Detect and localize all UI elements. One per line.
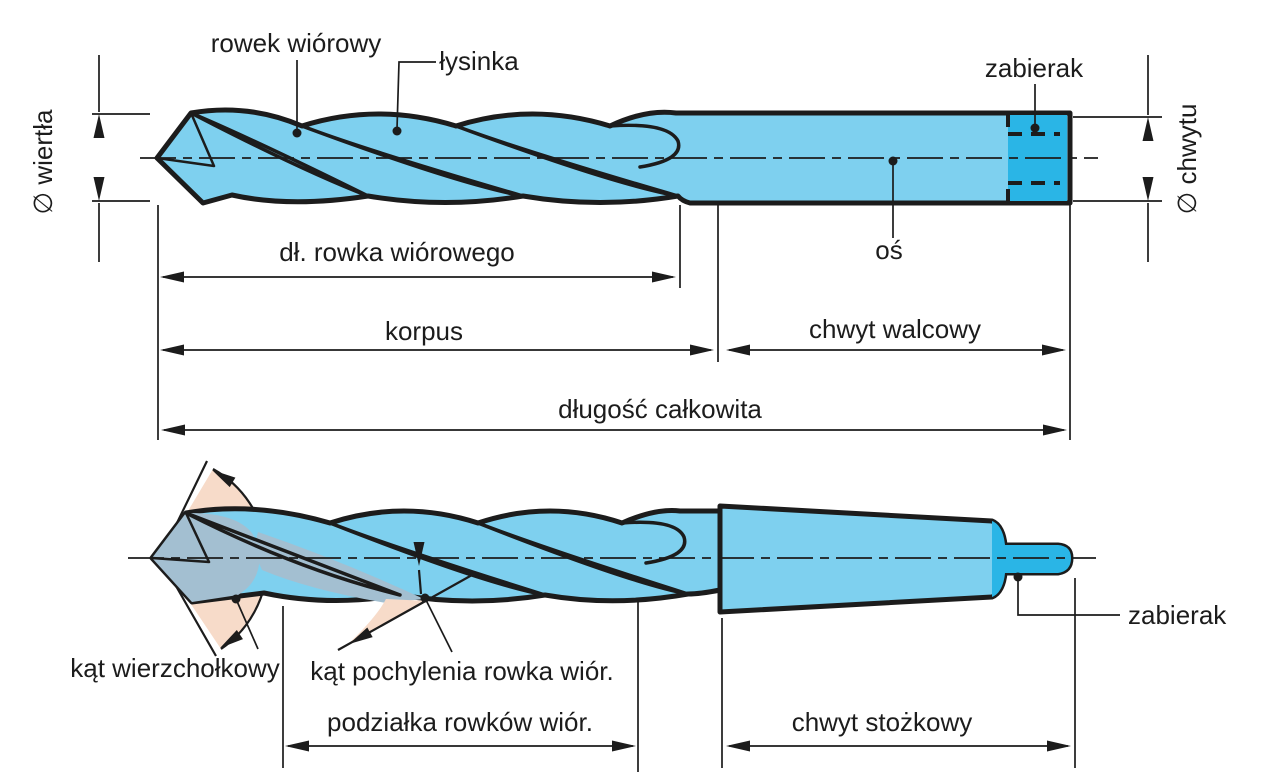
flute-face-shading: [255, 532, 424, 603]
label-axis: oś: [875, 235, 902, 265]
leader-dot-axis: [888, 156, 898, 166]
label-body: korpus: [385, 316, 463, 346]
label-margin: łysinka: [439, 46, 519, 76]
arrowhead: [285, 740, 309, 752]
arrowhead: [612, 740, 636, 752]
tang-hidden-edges: [1006, 113, 1060, 203]
label-flute: rowek wiórowy: [211, 28, 382, 58]
drill-diameter-dimension: [92, 55, 150, 262]
extension-lines: [157, 205, 1071, 440]
drill-body-outline: [154, 107, 1073, 206]
arrowhead: [160, 344, 184, 356]
arrowhead: [413, 542, 425, 566]
label-drill-diameter: ∅ wiertła: [28, 109, 58, 215]
top-view: rowek wiórowy łysinka zabierak oś ∅ wier…: [28, 28, 1202, 440]
leader-dot-tang: [1013, 572, 1023, 582]
arrowhead: [160, 271, 184, 283]
arrowhead: [690, 344, 714, 356]
arrowhead: [726, 740, 750, 752]
label-point-angle: kąt wierzchołkowy: [70, 653, 280, 683]
arrowhead: [349, 627, 373, 644]
leader-dot-margin: [392, 126, 402, 136]
arrowhead: [212, 470, 236, 488]
arrowhead: [1142, 177, 1154, 201]
flute-spiral-lines: [189, 111, 681, 198]
arrowhead: [1042, 344, 1066, 356]
arrowhead: [161, 424, 185, 436]
leader-lines: [296, 60, 1036, 238]
label-tang-bottom: zabierak: [1128, 600, 1227, 630]
arrowhead: [93, 177, 105, 201]
leader-dot-tang: [1030, 123, 1040, 133]
label-helix-angle: kąt pochylenia rowka wiór.: [310, 656, 613, 686]
shank-diameter-dimension: [1073, 55, 1162, 262]
arrowhead: [93, 114, 105, 138]
arrowhead: [220, 630, 243, 648]
arrowhead: [1047, 740, 1071, 752]
extension-lines: [282, 578, 1076, 772]
leader-dot-helix-angle: [420, 593, 430, 603]
leader-dot-flute: [292, 128, 302, 138]
label-taper-shank: chwyt stożkowy: [792, 707, 973, 737]
leader-dot-point-angle: [231, 594, 241, 604]
label-cylindrical-shank: chwyt walcowy: [809, 314, 981, 344]
arrowhead: [726, 344, 750, 356]
label-tang-top: zabierak: [985, 53, 1084, 83]
arrowhead: [652, 271, 676, 283]
label-overall-length: długość całkowita: [558, 394, 762, 424]
label-flute-length: dł. rowka wiórowego: [279, 237, 515, 267]
bottom-view: kąt wierzchołkowy kąt pochylenia rowka w…: [70, 460, 1227, 772]
tang-fill: [992, 521, 1071, 597]
leader-lines: [235, 577, 1120, 653]
label-shank-diameter: ∅ chwytu: [1172, 104, 1202, 215]
arrowhead: [1043, 424, 1067, 436]
label-flute-pitch: podziałka rowków wiór.: [327, 707, 593, 737]
length-dimension-lines: [163, 276, 1064, 431]
arrowhead: [1142, 117, 1154, 141]
